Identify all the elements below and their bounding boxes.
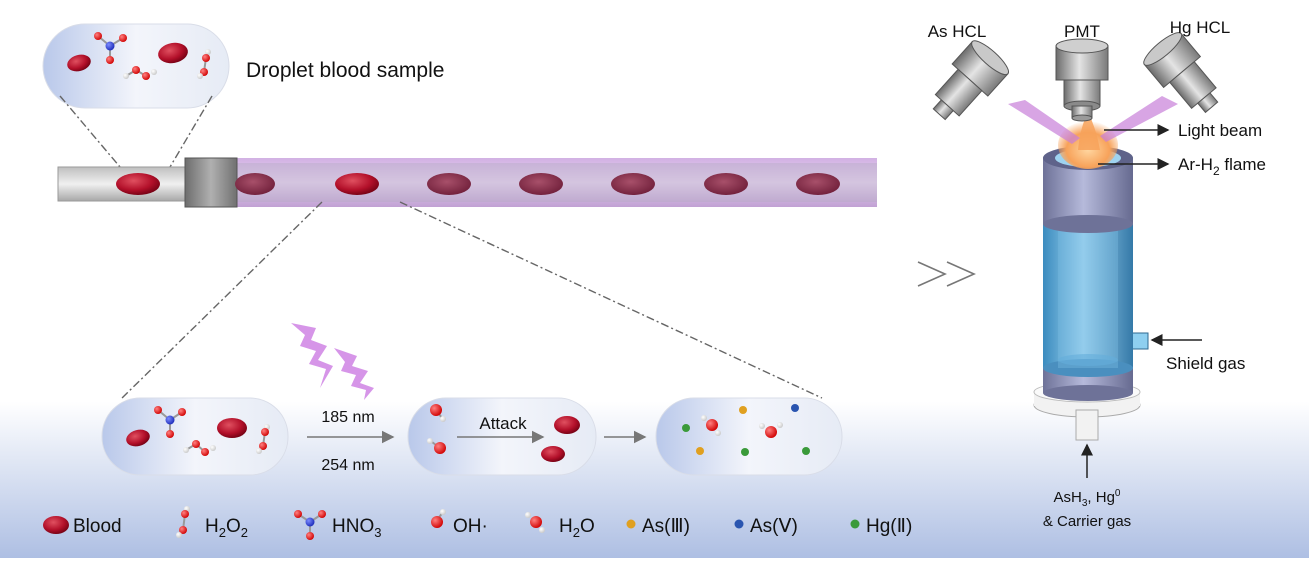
as-hcl-lamp <box>932 40 1010 121</box>
hg2-dot <box>682 424 690 432</box>
blood-cell <box>217 418 247 438</box>
afs-instrument <box>932 32 1219 478</box>
as3-dot <box>696 447 704 455</box>
hg2-dot <box>741 448 749 456</box>
blood-droplet <box>519 173 563 195</box>
legend: Blood H2O2 HNO3 OH· <box>43 506 912 540</box>
as5-dot <box>791 404 799 412</box>
zoom-line <box>399 201 823 399</box>
legend-blood: Blood <box>73 516 122 537</box>
blood-cell <box>158 42 188 64</box>
legend-h2o2: H2O2 <box>205 516 248 540</box>
attack-pill: Attack <box>407 397 597 476</box>
oh-radical <box>430 404 446 422</box>
pmt-detector <box>1055 38 1109 122</box>
legend-h2o: H2O <box>559 516 595 540</box>
hg2-dot <box>802 447 810 455</box>
h2o2-molecule <box>183 440 216 456</box>
h2o-molecule <box>701 415 721 436</box>
carrier-line1: AsH3, Hg0 <box>1054 488 1121 509</box>
h2o-molecule <box>759 422 783 438</box>
droplet-sample-inset <box>42 23 230 109</box>
legend-as3: As(Ⅲ) <box>642 516 690 537</box>
hg-hcl-label: Hg HCL <box>1170 18 1230 37</box>
carrier-line2: & Carrier gas <box>1043 513 1131 530</box>
sample-label: Droplet blood sample <box>246 59 444 82</box>
legend-as5-icon <box>734 519 744 529</box>
tube-connector <box>184 157 238 208</box>
legend-hg2-icon <box>850 519 860 529</box>
zoom-line <box>119 201 323 401</box>
zoom-line <box>169 95 213 168</box>
gas-inlet-stem <box>1075 409 1099 441</box>
blood-cell <box>126 429 150 447</box>
blood-droplet <box>235 173 275 195</box>
blood-droplet <box>427 173 471 195</box>
oh-radical <box>427 438 446 454</box>
as-hcl-label: As HCL <box>928 22 987 41</box>
legend-hg2: Hg(Ⅱ) <box>866 516 912 537</box>
blood-cell <box>554 416 580 434</box>
legend-h2o2-icon <box>176 506 190 538</box>
h2o2-molecule <box>256 424 270 454</box>
shield-gas-inlet <box>1131 332 1149 350</box>
wavelength-185: 185 nm <box>321 409 374 426</box>
legend-hno3: HNO3 <box>332 516 381 540</box>
blood-droplet <box>335 173 379 195</box>
legend-oh-icon <box>431 509 446 528</box>
blood-cell <box>541 446 565 462</box>
legend-oh: OH· <box>453 516 488 537</box>
h2o2-molecule <box>123 66 157 80</box>
pmt-label: PMT <box>1064 22 1100 41</box>
hno3-molecule <box>154 406 186 438</box>
legend-as5: As(Ⅴ) <box>750 516 798 537</box>
chevron-icon <box>917 261 976 287</box>
uv-lightning-icon <box>291 323 374 400</box>
attack-label: Attack <box>479 414 527 433</box>
blood-droplet <box>611 173 655 195</box>
hg-hcl-lamp <box>1143 32 1219 114</box>
wavelength-254: 254 nm <box>321 457 374 474</box>
legend-h2o-icon <box>525 512 545 533</box>
blood-droplet <box>704 173 748 195</box>
flame-label: Ar-H2 flame <box>1178 155 1266 178</box>
legend-as3-icon <box>626 519 636 529</box>
h2o2-molecule <box>197 49 211 79</box>
reactant-pill <box>101 397 289 476</box>
capillary-tube <box>57 157 877 208</box>
legend-blood-icon <box>43 516 69 534</box>
as-light-beam <box>1008 100 1080 144</box>
legend-hno3-icon <box>294 510 326 540</box>
blood-cell <box>67 54 91 72</box>
blood-droplet <box>796 173 840 195</box>
hno3-molecule <box>94 32 127 64</box>
blue-chamber <box>1043 222 1133 368</box>
blood-droplet <box>116 173 160 195</box>
light-beam-label: Light beam <box>1178 121 1262 140</box>
as3-dot <box>739 406 747 414</box>
shield-gas-label: Shield gas <box>1166 354 1245 373</box>
product-pill <box>655 397 843 476</box>
